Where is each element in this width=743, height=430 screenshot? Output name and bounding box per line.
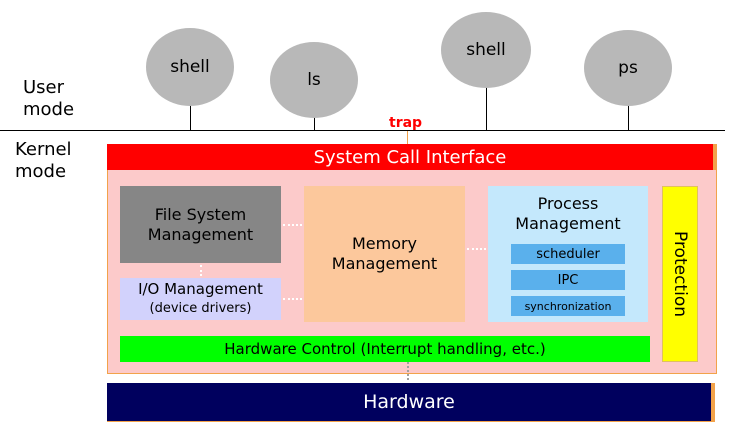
kernel-mode-line-2: mode	[15, 161, 67, 182]
process-label: ps	[618, 58, 638, 78]
hardware-label: Hardware	[363, 391, 455, 413]
hardware-box: Hardware	[107, 383, 715, 422]
synchronization-item: synchronization	[511, 296, 625, 316]
io-memory-connector	[283, 298, 302, 300]
protection-label: Protection	[670, 230, 690, 318]
protection-box: Protection	[662, 186, 698, 362]
process-label: ls	[307, 70, 321, 90]
scheduler-label: scheduler	[536, 246, 600, 262]
io-management-line-2: (device drivers)	[149, 301, 252, 316]
process-management-title: Process Management	[488, 194, 648, 234]
kernel-mode-line-1: Kernel	[15, 139, 72, 160]
io-management-line-1: I/O Management	[138, 280, 263, 298]
process-shell-2: shell	[441, 12, 531, 88]
process-label: shell	[466, 40, 506, 60]
memory-management: Memory Management	[304, 186, 465, 322]
ps-stem	[628, 96, 629, 130]
process-label: shell	[170, 57, 210, 77]
system-call-interface-label: System Call Interface	[313, 146, 507, 168]
ls-stem	[314, 110, 315, 130]
shell-stem-1	[190, 96, 191, 130]
kernel-mode-label: Kernel mode	[15, 139, 72, 183]
memory-process-connector	[467, 248, 486, 250]
trap-label: trap	[389, 115, 423, 131]
process-ls: ls	[270, 42, 358, 118]
system-call-interface: System Call Interface	[107, 144, 717, 170]
ipc-label: IPC	[557, 272, 579, 288]
file-system-line-2: Management	[147, 224, 254, 244]
user-mode-line-2: mode	[23, 99, 75, 120]
hardware-control-label: Hardware Control (Interrupt handling, et…	[224, 340, 546, 358]
scheduler-item: scheduler	[511, 244, 625, 264]
io-management: I/O Management (device drivers)	[120, 278, 281, 320]
file-system-management: File System Management	[120, 186, 281, 263]
memory-management-line-2: Management	[331, 254, 438, 273]
memory-management-line-1: Memory	[351, 234, 418, 253]
kernel-hardware-connector	[407, 362, 409, 380]
ipc-item: IPC	[511, 270, 625, 290]
synchronization-label: synchronization	[524, 299, 612, 313]
process-ps: ps	[584, 30, 672, 106]
hardware-control: Hardware Control (Interrupt handling, et…	[120, 336, 650, 362]
user-mode-label: User mode	[23, 77, 74, 121]
file-system-line-1: File System	[154, 204, 247, 224]
process-shell-1: shell	[146, 28, 234, 106]
fs-memory-connector	[283, 224, 302, 226]
user-mode-line-1: User	[23, 77, 65, 98]
shell-stem-2	[486, 80, 487, 130]
trap-tick	[407, 131, 408, 144]
process-title-line-1: Process	[537, 194, 599, 213]
process-title-line-2: Management	[515, 214, 621, 233]
fs-io-connector	[200, 265, 202, 276]
mode-boundary-line	[0, 130, 725, 131]
